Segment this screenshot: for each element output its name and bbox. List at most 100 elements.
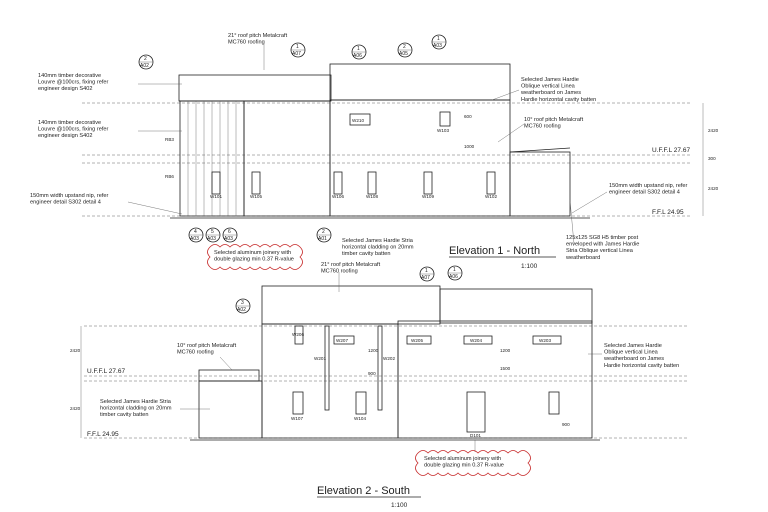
rb-label: RB3 xyxy=(165,137,174,142)
window-label-w104: W104 xyxy=(354,416,366,421)
bubble-sheet: A05 xyxy=(399,51,408,57)
note-line: horizontal cladding on 20mm xyxy=(342,245,414,251)
window-label-w102: W102 xyxy=(485,194,497,199)
bubble-number: 2 xyxy=(144,56,147,62)
note-line: horizontal cladding on 20mm xyxy=(100,406,172,412)
note-line: Selected James Hardie Stria xyxy=(342,238,414,244)
bubble-number: 1 xyxy=(296,44,299,50)
note-line: double glazing min 0.37 R-value xyxy=(424,463,504,469)
bubble-number: 5 xyxy=(211,229,214,235)
bubble-sheet: A03 xyxy=(207,236,216,242)
note-line: engineer detail S302 detail 4 xyxy=(30,200,101,206)
note-line: 21° roof pitch Metalcraft xyxy=(228,33,288,39)
note-line: Hardie horizontal cavity batten xyxy=(521,97,596,103)
window-label-w103: W103 xyxy=(437,128,449,133)
bubble-number: 1 xyxy=(425,268,428,274)
note-line: 21° roof pitch Metalcraft xyxy=(321,262,381,268)
note-line: MC760 roofing xyxy=(177,350,214,356)
elevation-2-south: W207 W205 W204 W203 W206 W201 W202 W107 … xyxy=(70,262,688,509)
window-label-w101: W101 xyxy=(210,194,222,199)
bubble-sheet: A02 xyxy=(237,307,246,313)
note-line: Hardie horizontal cavity batten xyxy=(604,363,679,369)
dimension-label: 600 xyxy=(464,114,472,119)
dimension-label: 1500 xyxy=(500,366,511,371)
bubble-number: 2 xyxy=(403,44,406,50)
window-label-w210: W210 xyxy=(352,118,364,123)
window-label-w205: W205 xyxy=(411,338,423,343)
rb-label: RB6 xyxy=(165,174,174,179)
dimension-label: 300 xyxy=(708,156,716,161)
note-line: 140mm timber decorative xyxy=(38,73,101,79)
bubble-number: 1 xyxy=(357,46,360,52)
note-line: Oblique vertical Linea xyxy=(521,84,576,90)
window-label-w203: W203 xyxy=(539,338,551,343)
bubble-sheet: A03 xyxy=(190,236,199,242)
bubble-number: 1 xyxy=(453,267,456,273)
note-line: Louvre @100crs, fixing refer xyxy=(38,80,108,86)
window-label-w106: W106 xyxy=(332,194,344,199)
window-label-w202: W202 xyxy=(383,356,395,361)
elevation-2-title: Elevation 2 - South xyxy=(317,485,410,497)
note-line: 125x125 SG8 H5 timber post xyxy=(566,235,639,241)
note-line: 10° roof pitch Metalcraft xyxy=(524,117,584,123)
note-line: Oblique vertical Linea xyxy=(604,350,659,356)
note-line: MC760 roofing xyxy=(228,40,265,46)
note-line: enveloped with James Hardie xyxy=(566,242,639,248)
bubble-number: 4 xyxy=(194,229,197,235)
reference-bubbles: 3 A02 1 A07 1 A06 xyxy=(235,265,463,314)
note-line: engineer detail S302 detail 4 xyxy=(609,190,680,196)
dimension-label: 2420 xyxy=(70,348,81,353)
reference-bubbles: 2 A02 1 A07 1 A06 2 A05 1 A03 4 A03 5 A0… xyxy=(138,34,447,243)
note-line: Stria Oblique vertical Linea xyxy=(566,248,634,254)
window-label-w105: W105 xyxy=(250,194,262,199)
note-line: weatherboard on James xyxy=(603,356,664,362)
note-line: double glazing min 0.37 R-value xyxy=(214,257,294,263)
bubble-number: 6 xyxy=(228,229,231,235)
bubble-sheet: A02 xyxy=(140,63,149,69)
note-line: Selected James Hardie xyxy=(521,77,579,83)
level-ffl: F.F.L 24.95 xyxy=(87,431,119,438)
note-line: 140mm timber decorative xyxy=(38,120,101,126)
elevation-1-scale: 1:100 xyxy=(521,263,538,270)
window-label-w204: W204 xyxy=(470,338,482,343)
dimension-label: 2420 xyxy=(708,186,719,191)
window-label-w206: W206 xyxy=(292,332,304,337)
dimension-label: 1000 xyxy=(464,144,475,149)
bubble-sheet: A03 xyxy=(224,236,233,242)
dimension-label: 900 xyxy=(368,371,376,376)
bubble-number: 1 xyxy=(437,36,440,42)
dimension-label: 1200 xyxy=(500,348,511,353)
note-line: Selected James Hardie xyxy=(604,343,662,349)
note-line: weatherboard on James xyxy=(520,90,581,96)
note-line: engineer design S402 xyxy=(38,133,92,139)
note-line: MC760 roofing xyxy=(524,124,561,130)
level-uffl: U.F.F.L 27.67 xyxy=(87,368,125,375)
elevation-1-title: Elevation 1 - North xyxy=(449,245,540,257)
dimension-label: 1200 xyxy=(368,348,379,353)
door-label-d101: D101 xyxy=(470,433,481,438)
note-line: Louvre @100crs, fixing refer xyxy=(38,127,108,133)
dimension-label: 2420 xyxy=(708,128,719,133)
level-uffl: U.F.F.L 27.67 xyxy=(652,147,690,154)
elevation-2-scale: 1:100 xyxy=(391,502,408,509)
note-line: 10° roof pitch Metalcraft xyxy=(177,343,237,349)
bubble-sheet: A06 xyxy=(353,53,362,59)
bubble-sheet: A07 xyxy=(421,275,430,281)
note-line: MC760 roofing xyxy=(321,269,358,275)
note-line: engineer design S402 xyxy=(38,86,92,92)
elevation-1-north: W210 W103 W101 W105 W106 W108 W109 W102 … xyxy=(30,33,719,270)
note-line: weatherboard xyxy=(565,255,600,261)
note-line: Selected James Hardie Stria xyxy=(100,399,172,405)
